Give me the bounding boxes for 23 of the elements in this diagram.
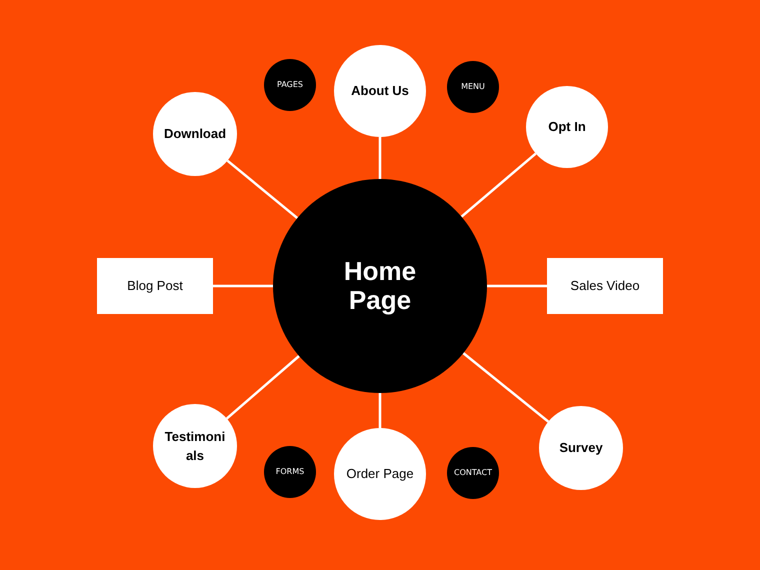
node-label: Download xyxy=(164,125,226,144)
node-label: Order Page xyxy=(346,465,414,484)
connector-line xyxy=(213,284,273,288)
node-label: Opt In xyxy=(548,118,586,136)
connector-line xyxy=(462,352,550,423)
node-label: CONTACT xyxy=(454,467,492,479)
node-label: Blog Post xyxy=(127,277,183,296)
node-label: MENU xyxy=(461,81,485,93)
node-label: Testimoni als xyxy=(164,428,226,465)
connector-line xyxy=(487,284,547,288)
node-label: Sales Video xyxy=(570,277,640,296)
connector-line xyxy=(226,355,300,420)
node-label: Home Page xyxy=(342,257,418,315)
connector-line xyxy=(226,160,298,220)
rect-node xyxy=(97,258,213,314)
node-label: PAGES xyxy=(277,79,303,91)
rect-node xyxy=(547,258,663,314)
node-label: FORMS xyxy=(276,466,304,478)
node-label: Survey xyxy=(559,439,603,458)
connector-line xyxy=(378,393,382,428)
connector-line xyxy=(378,137,382,179)
connector-line xyxy=(460,152,537,218)
node-label: About Us xyxy=(351,82,409,100)
